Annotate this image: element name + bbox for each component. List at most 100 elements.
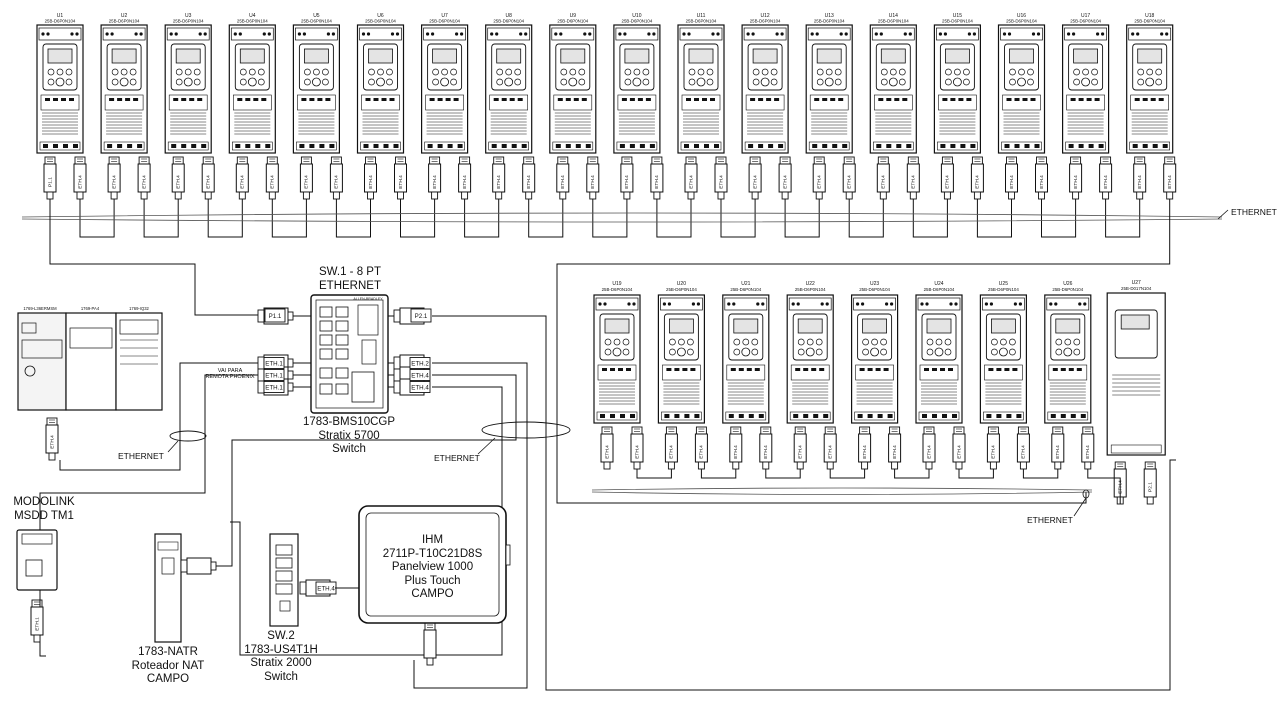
cable-sw1-u27	[432, 315, 1176, 691]
leader-line	[167, 440, 179, 453]
daisy-chain-link	[1041, 199, 1077, 238]
drive-u13[interactable]	[805, 24, 856, 200]
drive-u22[interactable]	[786, 294, 837, 470]
cable-u1-sw1	[49, 199, 262, 316]
daisy-chain-link	[656, 199, 692, 238]
port-label: ETH.4	[752, 175, 758, 189]
modolink-device[interactable]	[16, 529, 58, 643]
drive-u25[interactable]	[979, 294, 1030, 470]
cable-bundle-ellipse	[481, 421, 571, 439]
daisy-chain-link	[912, 199, 948, 238]
drive-u18[interactable]	[1126, 24, 1177, 200]
drive-model: 25B-D6P0N104	[493, 19, 524, 24]
brand-label: ALLEN-BRADLEY	[353, 297, 383, 301]
daisy-chain-link	[636, 469, 672, 479]
drive-model: 25B-D017N104	[1121, 286, 1152, 291]
rj45-port-icon	[335, 334, 349, 346]
drive-u20[interactable]	[657, 294, 708, 470]
drive-model: 25B-D6P0N104	[750, 19, 781, 24]
daisy-chain-link	[829, 469, 866, 479]
daisy-chain-link	[335, 199, 371, 238]
drive-u4[interactable]	[228, 24, 279, 200]
drive-body	[805, 24, 853, 154]
daisy-chain-link	[592, 199, 628, 238]
switch1-title: SW.1 - 8 PT ETHERNET	[319, 266, 381, 292]
modolink-title: MODOLINK MSDD TM1	[13, 496, 75, 522]
drive-u23[interactable]	[850, 294, 902, 470]
sw1-port-eth-1: ETH.1	[263, 381, 285, 393]
remote-phoenix-note: VAI PARA REMOTA PHOENIX	[205, 368, 255, 381]
drive-model: 25B-D6P0N104	[1006, 19, 1037, 24]
drive-u3[interactable]	[164, 24, 215, 200]
drive-body	[164, 24, 212, 154]
switch1[interactable]	[257, 294, 430, 414]
modolink-port-label: ETH.1	[34, 617, 40, 631]
switch2-caption: SW.2 1783-US4T1H Stratix 2000 Switch	[244, 630, 318, 683]
drive-model: 25B-D6P0N104	[1052, 287, 1083, 292]
drive-model: 25B-D6P0N104	[301, 19, 332, 24]
drive-u12[interactable]	[741, 24, 792, 200]
port-label: ETH.4	[699, 445, 705, 459]
daisy-chain-link	[1087, 469, 1121, 504]
port-label: ETH.4	[654, 175, 660, 189]
drive-u1[interactable]	[36, 24, 87, 200]
drive-u14[interactable]	[869, 24, 920, 200]
drive-tag: U8	[505, 13, 512, 19]
drive-u27[interactable]	[1106, 292, 1166, 505]
drive-u9[interactable]	[549, 24, 600, 200]
drive-body	[292, 24, 340, 154]
port-label: ETH.4	[1167, 175, 1173, 189]
drive-u21[interactable]	[722, 294, 773, 470]
drive-u19[interactable]	[593, 294, 644, 470]
cable-bundle-ellipse	[169, 430, 207, 442]
drive-model: 25B-D6P0N104	[878, 19, 909, 24]
drive-u15[interactable]	[933, 24, 984, 200]
ethernet-plug-icon	[423, 622, 437, 666]
nat-router[interactable]	[154, 533, 217, 643]
drive-tag: U6	[377, 13, 384, 19]
daisy-chain-link	[765, 469, 801, 479]
drive-u7[interactable]	[421, 24, 472, 200]
port-label: ETH.4	[926, 445, 932, 459]
plc-module-label: 1769-IQ32	[129, 306, 149, 311]
port-label: ETH.4	[1021, 445, 1027, 459]
drive-u16[interactable]	[997, 24, 1048, 200]
daisy-chain-link	[143, 199, 179, 238]
drive-u8[interactable]	[485, 24, 536, 200]
drive-u10[interactable]	[613, 24, 664, 200]
svg-text:ETH.1: ETH.1	[265, 360, 283, 367]
daisy-chain-link	[464, 199, 500, 238]
drive-body	[356, 24, 405, 154]
hmi-panel[interactable]	[358, 505, 511, 666]
drive-tag: U23	[870, 281, 879, 287]
cable-sw1-switch2	[230, 386, 503, 656]
drive-u17[interactable]	[1061, 24, 1113, 200]
rj45-port-icon	[319, 306, 333, 318]
drive-model: 25B-D6P0N104	[942, 19, 973, 24]
rj45-port-icon	[275, 557, 293, 569]
drive-body	[36, 24, 84, 154]
port-label: ETH.4	[1055, 445, 1061, 459]
drive-u2[interactable]	[100, 24, 151, 200]
drive-u6[interactable]	[356, 24, 407, 200]
switch2[interactable]	[269, 533, 336, 627]
rj45-port-icon	[275, 570, 293, 582]
plc-controller[interactable]	[17, 312, 163, 461]
leader-line	[1073, 497, 1087, 517]
plc-ethernet-label: ETHERNET	[118, 451, 164, 461]
port-label: ETH.4	[816, 175, 822, 189]
port-label: ETH.4	[334, 175, 340, 189]
port-label: ETH.4	[797, 445, 803, 459]
rj45-port-icon	[335, 348, 349, 360]
drive-model: 25B-D6P0N104	[795, 287, 826, 292]
port-label: ETH.4	[624, 175, 630, 189]
daisy-chain-link	[700, 469, 737, 479]
drive-u26[interactable]	[1044, 294, 1095, 470]
port-label: ETH.4	[718, 175, 724, 189]
drive-body	[100, 24, 148, 154]
drive-u11[interactable]	[677, 24, 728, 200]
drive-u5[interactable]	[292, 24, 343, 200]
port-label: ETH.4	[526, 175, 532, 189]
drive-u24[interactable]	[915, 294, 966, 470]
